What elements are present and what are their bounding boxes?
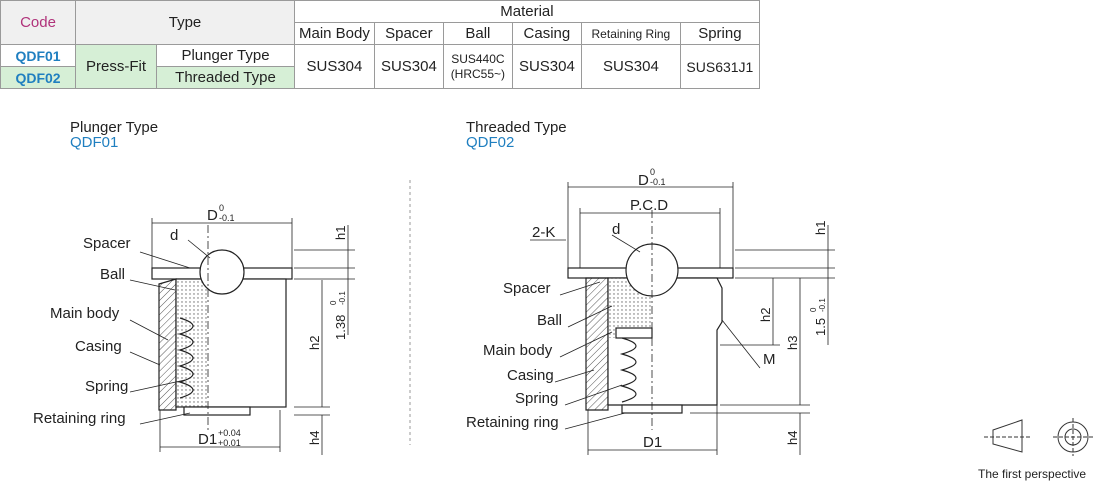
leader-r-retaining-ring: [564, 412, 626, 430]
type-press-fit: Press-Fit: [75, 44, 157, 89]
mat-ball-line2: (HRC55~): [450, 66, 506, 81]
right-title: Threaded Type: [466, 119, 567, 136]
right-label-spring: Spring: [515, 390, 558, 407]
left-dim-D1-text: D1: [198, 431, 217, 448]
left-label-retaining-ring: Retaining ring: [33, 410, 126, 427]
right-dim-d-text: d: [612, 221, 620, 238]
right-text: Spacer Ball Main body Casing Spring Reta…: [466, 167, 828, 451]
left-dim-len-tol-top: 0: [329, 300, 338, 305]
mat-ball: SUS440C(HRC55~): [442, 44, 513, 89]
leader-r-d: [611, 234, 641, 253]
left-dim-D1-tol-top: +0.04: [218, 428, 241, 438]
code-qdf01: QDF01: [0, 44, 76, 67]
right-label-ball: Ball: [537, 312, 562, 329]
leader-l-d: [187, 239, 211, 259]
mat-main-body: SUS304: [294, 44, 375, 89]
mat-spacer: SUS304: [373, 44, 444, 89]
right-dim-h4-text: h4: [785, 431, 800, 445]
leader-r-M: [721, 319, 761, 369]
right-dim-len-tol-top: 0: [809, 307, 818, 312]
code-header: Code: [0, 0, 76, 45]
left-label-spring: Spring: [85, 378, 128, 395]
leader-l-retaining-ring: [139, 412, 191, 425]
left-dim-h2-text: h2: [307, 336, 322, 350]
right-dim-pcd-text: P.C.D: [630, 197, 668, 214]
left-label-casing: Casing: [75, 338, 122, 355]
right-dim-h1-text: h1: [813, 221, 828, 235]
right-dim-2k-text: 2-K: [532, 224, 555, 241]
mat-retaining-ring: SUS304: [580, 44, 681, 89]
left-text: Spacer Ball Main body Casing Spring Reta…: [33, 203, 348, 448]
right-dim-D1-text: D1: [643, 434, 662, 451]
left-dim-len-text: 1.38: [333, 315, 348, 340]
left-spring: [177, 317, 194, 399]
right-dim-len-tol-bot: -0.1: [818, 298, 827, 312]
right-dim-h3-text: h3: [785, 336, 800, 350]
right-dim-h2-text: h2: [758, 308, 773, 322]
mat-spring: SUS631J1: [679, 44, 760, 89]
type-header: Type: [75, 0, 295, 45]
right-dim-D-tol-top: 0: [650, 167, 655, 177]
projection-label: The first perspective: [978, 467, 1086, 481]
left-dim-D-tol-top: 0: [219, 203, 224, 213]
first-angle-projection-icon: [984, 418, 1093, 456]
leader-l-spring: [129, 379, 186, 393]
leader-l-ball: [129, 279, 176, 291]
left-retaining-ring: [183, 406, 251, 416]
col-retaining-ring: Retaining Ring: [580, 22, 681, 45]
left-code: QDF01: [70, 134, 119, 151]
right-dim-len-text: 1.5: [813, 318, 828, 336]
right-code: QDF02: [466, 134, 515, 151]
left-label-spacer: Spacer: [83, 235, 131, 252]
right-dim-D-tol: -0.1: [650, 177, 666, 187]
mat-casing: SUS304: [511, 44, 582, 89]
right-label-casing: Casing: [507, 367, 554, 384]
right-label-retaining-ring: Retaining ring: [466, 414, 559, 431]
leader-r-ball: [567, 305, 613, 328]
left-dim-len-tol-bot: -0.1: [338, 291, 347, 305]
leader-l-main-body: [129, 319, 169, 341]
code-qdf02: QDF02: [0, 66, 76, 89]
leader-l-spacer: [139, 251, 191, 269]
col-casing: Casing: [511, 22, 582, 45]
right-casing: [585, 277, 609, 411]
type-threaded: Threaded Type: [156, 66, 295, 89]
type-plunger: Plunger Type: [156, 44, 295, 67]
left-ball: [199, 249, 245, 295]
leader-r-spacer: [559, 281, 601, 296]
left-dim-D1-tol-bot: +0.01: [218, 438, 241, 448]
leader-r-spring: [564, 384, 623, 406]
left-casing: [158, 278, 177, 411]
right-label-spacer: Spacer: [503, 280, 551, 297]
right-dim-M-text: M: [763, 351, 776, 368]
left-label-main-body: Main body: [50, 305, 120, 322]
left-dim-D-tol: -0.1: [219, 213, 235, 223]
col-spacer: Spacer: [373, 22, 444, 45]
leader-l-casing: [129, 351, 161, 366]
right-drawing: [530, 182, 835, 455]
left-drawing: [129, 218, 355, 455]
left-label-ball: Ball: [100, 266, 125, 283]
leader-r-main-body: [559, 331, 613, 358]
left-dim-h1-text: h1: [333, 226, 348, 240]
left-dim-d-text: d: [170, 227, 178, 244]
col-main-body: Main Body: [294, 22, 375, 45]
material-table: Code Type Material Main Body Spacer Ball…: [0, 0, 760, 89]
leader-r-casing: [554, 369, 595, 383]
left-dim-h4-text: h4: [307, 431, 322, 445]
left-dim-D-text: D: [207, 207, 218, 224]
left-title: Plunger Type: [70, 119, 159, 136]
right-dim-D-text: D: [638, 172, 649, 189]
mat-ball-line1: SUS440C: [451, 51, 505, 66]
right-spacer-block: [615, 327, 653, 339]
right-spring: [619, 337, 637, 403]
right-label-main-body: Main body: [483, 342, 553, 359]
